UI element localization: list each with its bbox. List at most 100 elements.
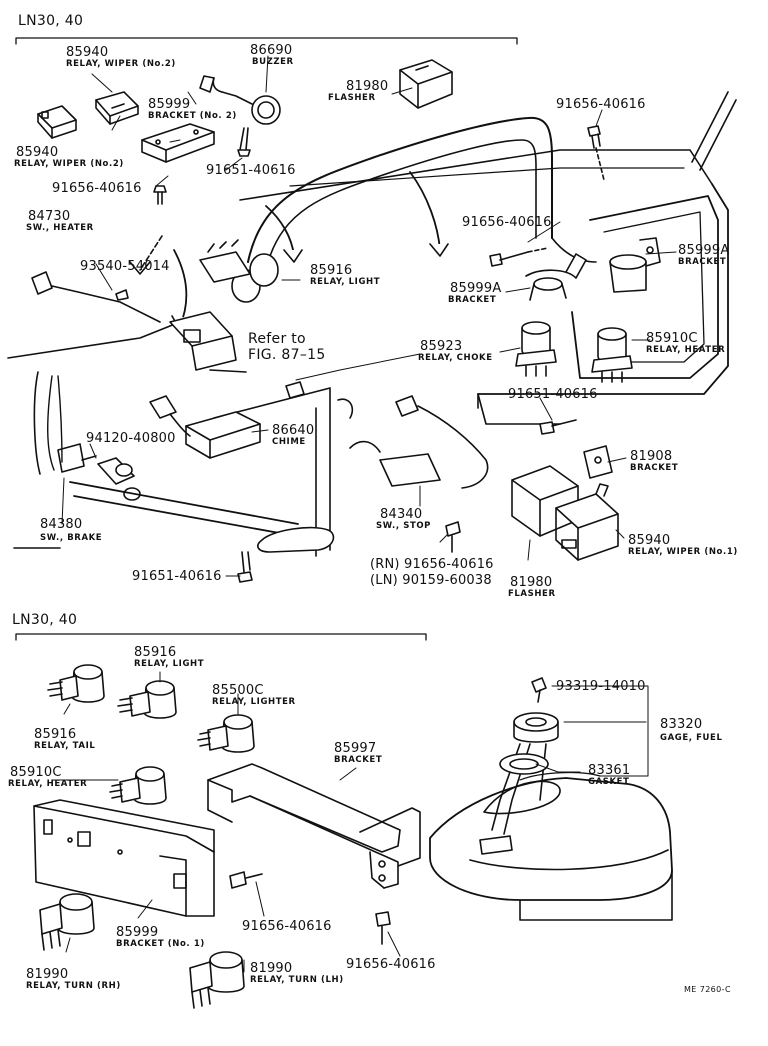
part-number-91656-upper-right: 91656-40616 [556, 97, 646, 112]
part-name-85997: BRACKET [334, 755, 383, 765]
part-number-84340: 84340 [380, 507, 423, 522]
part-name-85999A-right: BRACKET [678, 257, 727, 267]
bracket-85997 [207, 763, 421, 889]
part-name-81990-rh: RELAY, TURN (RH) [26, 981, 121, 991]
part-name-85940-wiper-no2-upper: RELAY, WIPER (No.2) [66, 59, 176, 69]
relay-tail [47, 664, 105, 703]
bolt-91656-bottom-left [229, 871, 263, 889]
relay-turn-lh [189, 951, 245, 1009]
stop-switch-assembly [337, 395, 489, 489]
bolt-91656-upper-left [153, 185, 167, 205]
part-name-85999A-center: BRACKET [448, 295, 497, 305]
part-name-81980-lower: FLASHER [508, 589, 556, 599]
part-name-84380: SW., BRAKE [40, 533, 103, 543]
part-number-83361: 83361 [588, 763, 631, 778]
part-number-85910C-top: 85910C [646, 331, 698, 346]
chime-connector [285, 381, 305, 399]
chime [149, 395, 261, 459]
part-name-83361: GASKET [588, 777, 630, 787]
part-number-81908: 81908 [630, 449, 673, 464]
part-number-91651-lower: 91651-40616 [132, 569, 222, 584]
part-number-91651-upper: 91651-40616 [206, 163, 296, 178]
screw-93319 [531, 677, 547, 703]
part-name-85916-tail: RELAY, TAIL [34, 741, 96, 751]
part-number-ln-bolt: (LN) 90159-60038 [370, 573, 492, 588]
bolt-91651-mid-right [539, 419, 577, 435]
part-name-83320: GAGE, FUEL [660, 733, 723, 743]
part-number-91656-upper-left: 91656-40616 [52, 181, 142, 196]
part-number-85940-wiper-no1: 85940 [628, 533, 671, 548]
leader-lines [51, 55, 677, 973]
part-number-85910C-bottom: 85910C [10, 765, 62, 780]
section-header-bottom: LN30, 40 [12, 612, 78, 628]
part-name-81908: BRACKET [630, 463, 679, 473]
part-name-85940-wiper-no2-lower: RELAY, WIPER (No.2) [14, 159, 124, 169]
part-number-85997: 85997 [334, 741, 377, 756]
part-number-85999A-center: 85999A [450, 281, 502, 296]
part-number-84730: 84730 [28, 209, 71, 224]
part-number-85999-no2: 85999 [148, 97, 191, 112]
top-section-bracket [15, 37, 518, 45]
part-number-81990-lh: 81990 [250, 961, 293, 976]
part-name-85999-no1: BRACKET (No. 1) [116, 939, 205, 949]
bolt-91656-upper-right [587, 125, 605, 181]
fuel-gage [479, 712, 561, 855]
relay-choke [515, 321, 557, 377]
bolt-91651-lower [237, 551, 253, 583]
part-number-rn-bolt: (RN) 91656-40616 [370, 557, 494, 572]
part-number-85916-tail: 85916 [34, 727, 77, 742]
part-number-93319: 93319-14010 [556, 679, 646, 694]
part-name-85500C: RELAY, LIGHTER [212, 697, 296, 707]
part-number-84380: 84380 [40, 517, 83, 532]
part-number-83320: 83320 [660, 717, 703, 732]
bolt-91656-mid [489, 247, 549, 267]
image-code: ME 7260-C [684, 985, 731, 994]
relay-wiper-no1 [555, 483, 619, 561]
relay-light-center [199, 239, 279, 303]
reference-note-line2: FIG. 87–15 [248, 347, 326, 363]
relay-wiper-no2-lower [37, 105, 77, 139]
relay-lighter [197, 714, 255, 753]
relay-heater-top [591, 327, 633, 383]
bracket-85999A-center [525, 253, 587, 301]
bolt-rn-ln [445, 521, 461, 553]
part-name-86690: BUZZER [252, 57, 294, 67]
bolt-91656-bottom-mid [375, 911, 391, 945]
relay-turn-rh [39, 893, 95, 951]
section-header-top: LN30, 40 [18, 13, 84, 29]
part-number-91656-mid: 91656-40616 [462, 215, 552, 230]
relay-light-bottom [117, 680, 177, 719]
part-number-85940-wiper-no2-lower: 85940 [16, 145, 59, 160]
part-number-81980-upper: 81980 [346, 79, 389, 94]
part-number-85999A-right: 85999A [678, 243, 730, 258]
part-number-85923: 85923 [420, 339, 463, 354]
bracket-no2 [141, 123, 215, 163]
part-name-81990-lh: RELAY, TURN (LH) [250, 975, 344, 985]
part-number-85916-center: 85916 [310, 263, 353, 278]
heater-switch-assembly [31, 271, 247, 373]
flasher-lower [511, 465, 579, 537]
brake-pedal-bar [47, 375, 335, 553]
part-name-85923: RELAY, CHOKE [418, 353, 493, 363]
part-number-86690: 86690 [250, 43, 293, 58]
part-name-81980-upper: FLASHER [328, 93, 376, 103]
part-name-85910C-bottom: RELAY, HEATER [8, 779, 88, 789]
bracket-81908 [583, 445, 613, 479]
part-name-86640: CHIME [272, 437, 306, 447]
bolt-91651-upper [237, 127, 251, 157]
part-number-81980-lower: 81980 [510, 575, 553, 590]
part-name-85940-wiper-no1: RELAY, WIPER (No.1) [628, 547, 738, 557]
part-number-91656-bottom-mid: 91656-40616 [346, 957, 436, 972]
fuel-tank [429, 771, 673, 921]
part-number-86640: 86640 [272, 423, 315, 438]
part-number-93540: 93540-54014 [80, 259, 170, 274]
part-name-85999-no2: BRACKET (No. 2) [148, 111, 237, 121]
part-number-85500C: 85500C [212, 683, 264, 698]
part-name-85916-center: RELAY, LIGHT [310, 277, 381, 287]
bracket-85999A-right [609, 237, 661, 293]
part-number-85999-no1: 85999 [116, 925, 159, 940]
instrument-panel-frame [7, 91, 737, 557]
buzzer [199, 75, 281, 125]
